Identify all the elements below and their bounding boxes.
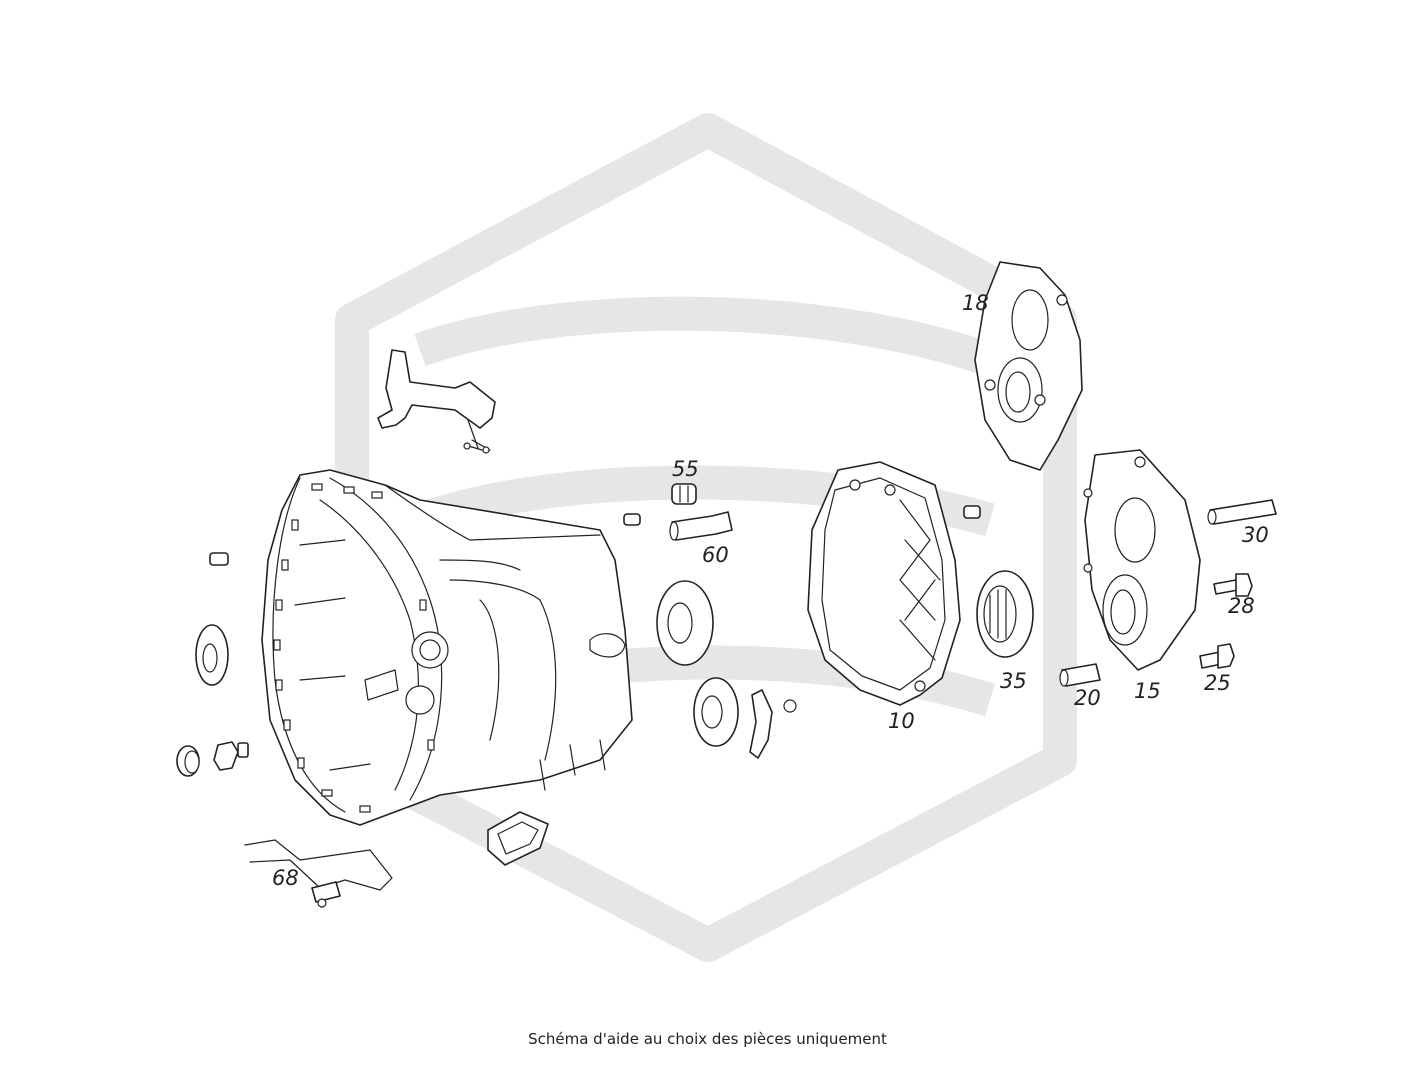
bracket-part[interactable] [377, 349, 496, 454]
callout-20: 20 [1074, 686, 1101, 710]
callout-30: 30 [1242, 523, 1269, 547]
callout-15: 15 [1134, 679, 1161, 703]
rear-cover-lower[interactable] [1083, 449, 1201, 671]
sleeve-bushing[interactable] [669, 511, 733, 541]
small-pin[interactable] [623, 513, 641, 526]
needle-bearing[interactable] [671, 483, 697, 505]
callout-68: 68 [272, 866, 299, 890]
drain-plug[interactable] [176, 745, 200, 777]
callout-35: 35 [1000, 669, 1027, 693]
transmission-housing[interactable] [261, 469, 633, 826]
roller-bearing[interactable] [976, 570, 1034, 658]
shift-lever[interactable] [749, 689, 797, 759]
callout-60: 60 [702, 543, 729, 567]
callout-25: 25 [1204, 671, 1231, 695]
diagram-caption: Schéma d'aide au choix des pièces unique… [528, 1030, 887, 1048]
housing-bolt[interactable] [213, 741, 249, 771]
guide-rod[interactable] [1207, 499, 1277, 525]
dowel-pin[interactable] [209, 552, 229, 566]
callout-10: 10 [888, 709, 915, 733]
ball-bearing-small[interactable] [693, 677, 739, 747]
bolt-28[interactable] [1213, 573, 1253, 597]
plate-pin[interactable] [963, 505, 981, 519]
housing-flange-holes [273, 483, 435, 813]
callout-28: 28 [1228, 594, 1255, 618]
shaft-seal[interactable] [195, 624, 229, 686]
ball-bearing-large[interactable] [656, 580, 714, 666]
callout-labels: 18 55 60 30 28 35 20 15 25 10 68 [272, 291, 1269, 890]
rear-cover-upper[interactable] [974, 261, 1083, 471]
sensor-cable[interactable] [244, 839, 393, 908]
inspection-cover[interactable] [487, 811, 549, 866]
callout-55: 55 [672, 457, 699, 481]
intermediate-plate[interactable] [807, 461, 961, 706]
bolt-25[interactable] [1199, 643, 1235, 669]
spacer-sleeve[interactable] [1059, 663, 1101, 687]
callout-18: 18 [962, 291, 989, 315]
